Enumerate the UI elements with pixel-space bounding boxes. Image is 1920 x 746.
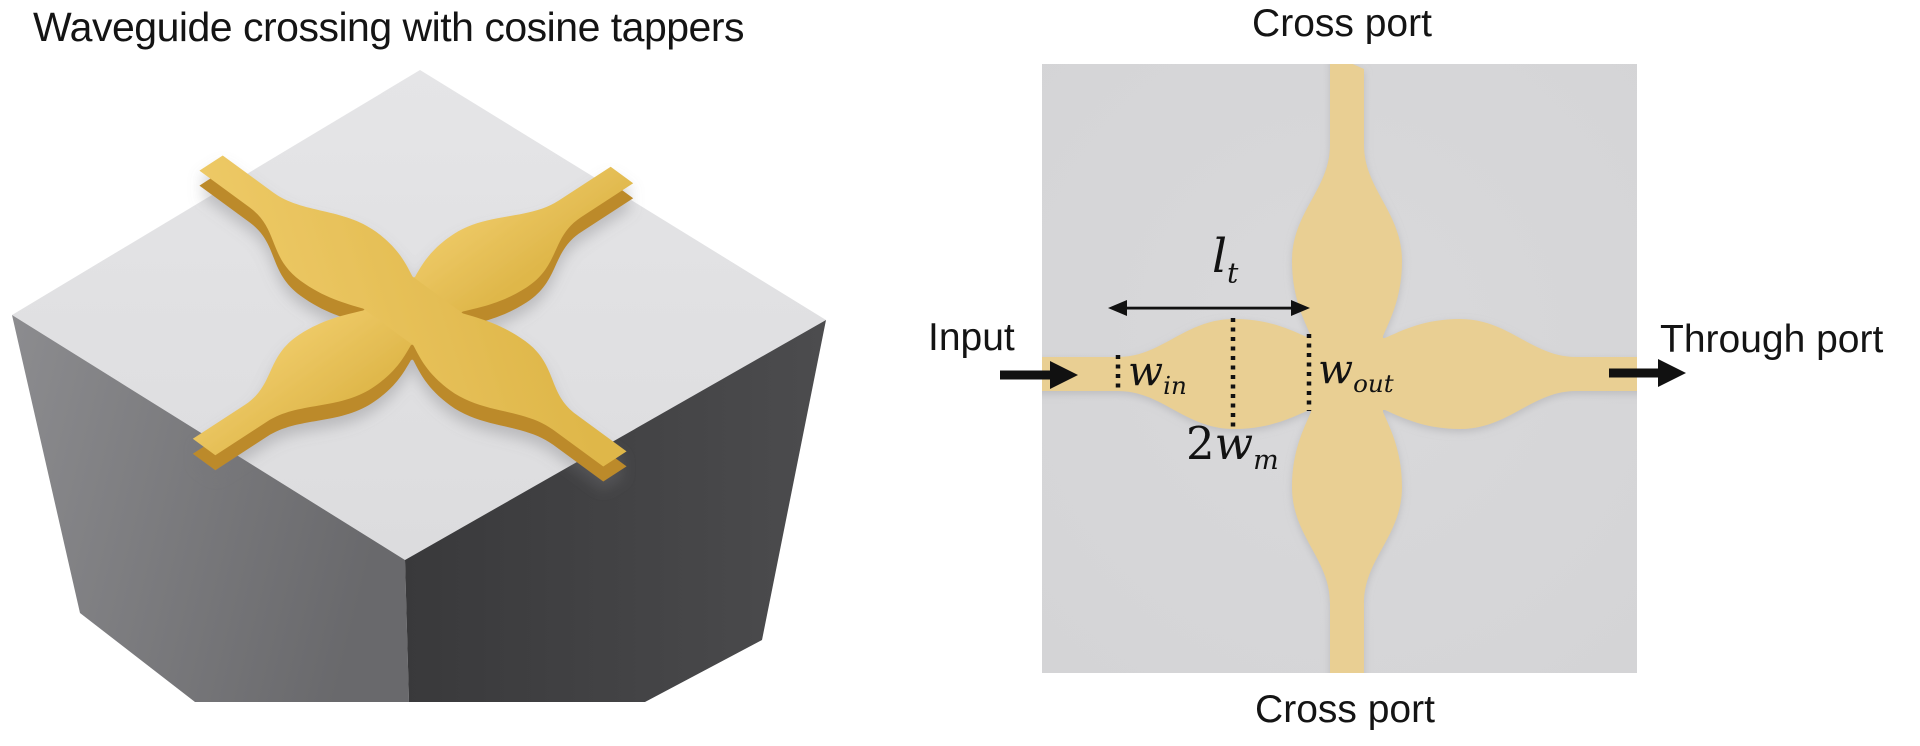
waveguide-cross bbox=[1042, 64, 1637, 673]
lt-dimension-arrow bbox=[1108, 300, 1310, 316]
input-width-base: w bbox=[1128, 347, 1164, 395]
mid-width-base: w bbox=[1214, 417, 1254, 470]
cube-right-face bbox=[405, 320, 826, 702]
output-width-base: w bbox=[1318, 345, 1354, 393]
cross-port-bottom-label: Cross port bbox=[1255, 688, 1435, 731]
input-port-label: Input bbox=[928, 316, 1015, 359]
cube-left-face bbox=[12, 315, 409, 702]
cross-port-top-label: Cross port bbox=[1252, 2, 1432, 45]
input-arrow bbox=[1000, 361, 1078, 389]
crossing-3d bbox=[192, 155, 634, 482]
schematic-2d bbox=[1000, 64, 1686, 673]
through-arrow bbox=[1609, 359, 1686, 387]
output-width-label: wout bbox=[1318, 345, 1394, 399]
mid-width-sub: m bbox=[1253, 445, 1279, 476]
taper-length-sub: t bbox=[1227, 256, 1239, 290]
input-width-sub: in bbox=[1163, 371, 1187, 401]
render-3d bbox=[12, 70, 826, 702]
taper-length-base: l bbox=[1212, 229, 1228, 284]
waveguide-vertical-taper bbox=[1292, 64, 1402, 673]
mid-width-label: 2wm bbox=[1186, 420, 1279, 475]
crossing-3d-top bbox=[192, 155, 634, 467]
mid-width-prefix: 2 bbox=[1186, 417, 1215, 470]
input-width-label: win bbox=[1128, 347, 1187, 401]
output-width-sub: out bbox=[1353, 369, 1394, 399]
figure-title: Waveguide crossing with cosine tappers bbox=[33, 4, 745, 50]
through-port-label: Through port bbox=[1660, 318, 1884, 361]
taper-length-label: lt bbox=[1212, 232, 1238, 288]
